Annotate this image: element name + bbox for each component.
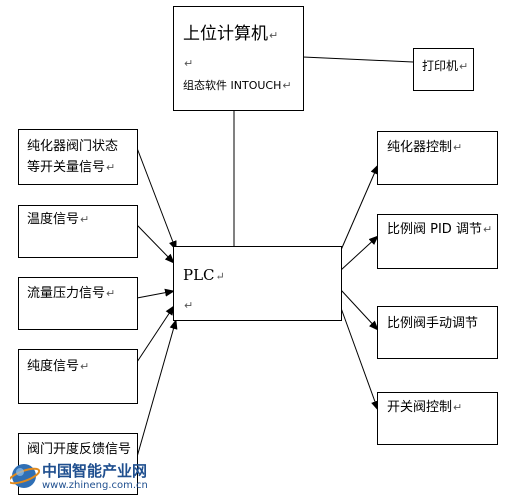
- watermark-title: 中国智能产业网: [42, 462, 148, 480]
- arrow-valve-state-to-plc: [136, 147, 177, 251]
- manual-text: 比例阀手动调节: [387, 316, 479, 331]
- watermark-url: www.zhineng.com.cn: [42, 480, 148, 491]
- input-feedback-label: 阀门开度反馈信号: [27, 440, 131, 460]
- output-manual-label: 比例阀手动调节: [387, 314, 478, 334]
- purity-text: 纯度信号: [27, 359, 80, 374]
- watermark-globe-icon: [10, 464, 40, 488]
- arrow-plc-to-manual: [340, 289, 379, 331]
- output-switch-box: [377, 392, 498, 445]
- watermark: 中国智能产业网 www.zhineng.com.cn: [10, 458, 160, 498]
- input-valve-state-line2: 等开关量信号↵: [27, 158, 115, 178]
- paragraph-mark-icon: ↵: [482, 223, 493, 236]
- paragraph-mark-icon: ↵: [80, 360, 90, 373]
- paragraph-mark-icon: ↵: [106, 287, 116, 300]
- output-pid-label: 比例阀 PID 调节↵: [387, 220, 492, 240]
- host-software-text: 组态软件 INTOUCH: [183, 79, 282, 92]
- input-flow-label: 流量压力信号↵: [27, 284, 115, 304]
- input-temp-label: 温度信号↵: [27, 210, 89, 230]
- arrow-plc-to-pid: [340, 235, 379, 271]
- link-host-printer: [302, 56, 414, 63]
- host-computer-blank-line: ↵: [183, 54, 193, 74]
- paragraph-mark-icon: ↵: [453, 401, 463, 414]
- input-purity-label: 纯度信号↵: [27, 357, 89, 377]
- feedback-text: 阀门开度反馈信号: [27, 442, 132, 457]
- purifier-text: 纯化器控制: [387, 140, 453, 155]
- host-computer-software: 组态软件 INTOUCH↵: [183, 76, 292, 96]
- output-pid-box: [377, 214, 498, 269]
- input-valve-state-line1: 纯化器阀门状态: [27, 137, 118, 157]
- paragraph-mark-icon: ↵: [80, 213, 90, 226]
- input-purity-box: [18, 349, 138, 404]
- printer-box: [413, 48, 474, 91]
- host-title-text: 上位计算机: [183, 24, 268, 44]
- arrow-plc-to-purifier: [340, 164, 379, 251]
- arrow-purity-to-plc: [136, 305, 175, 363]
- plc-label: PLC↵: [183, 265, 225, 287]
- paragraph-mark-icon: ↵: [215, 270, 225, 283]
- host-computer-box: [173, 6, 304, 111]
- printer-text: 打印机: [422, 59, 459, 73]
- printer-label: 打印机↵: [422, 56, 468, 77]
- input-flow-box: [18, 277, 138, 330]
- paragraph-mark-icon: ↵: [184, 57, 194, 70]
- paragraph-mark-icon: ↵: [459, 60, 469, 73]
- switch-text: 开关阀控制: [387, 400, 453, 415]
- valve-state-text-2: 等开关量信号: [27, 160, 106, 175]
- output-purifier-box: [377, 131, 498, 185]
- input-valve-state-box: [18, 129, 138, 185]
- pid-text: 比例阀 PID 调节: [387, 222, 482, 237]
- valve-state-text-1: 纯化器阀门状态: [27, 139, 119, 154]
- arrow-temp-to-plc: [136, 224, 175, 264]
- paragraph-mark-icon: ↵: [269, 29, 279, 42]
- paragraph-mark-icon: ↵: [184, 299, 194, 312]
- plc-blank-line: ↵: [183, 296, 193, 316]
- arrow-feedback-to-plc: [136, 319, 178, 458]
- temp-text: 温度信号: [27, 212, 80, 227]
- output-switch-label: 开关阀控制↵: [387, 398, 462, 418]
- input-feedback-box: [18, 433, 138, 495]
- paragraph-mark-icon: ↵: [106, 161, 116, 174]
- output-purifier-label: 纯化器控制↵: [387, 138, 462, 158]
- plc-text: PLC: [183, 266, 215, 284]
- input-temp-box: [18, 205, 138, 258]
- arrow-flow-to-plc: [136, 288, 175, 299]
- host-computer-title: 上位计算机↵: [183, 24, 278, 46]
- paragraph-mark-icon: ↵: [453, 141, 463, 154]
- paragraph-mark-icon: ↵: [282, 79, 292, 92]
- plc-box: [173, 246, 342, 321]
- arrow-plc-to-switch: [340, 307, 379, 411]
- output-manual-box: [377, 306, 498, 359]
- flow-text: 流量压力信号: [27, 286, 106, 301]
